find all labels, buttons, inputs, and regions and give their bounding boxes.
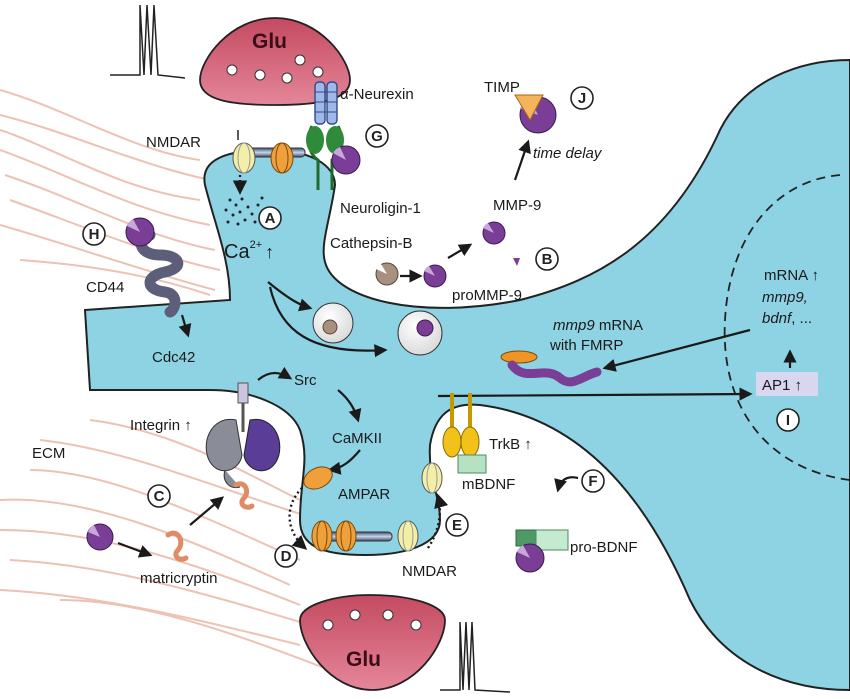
svg-text:E: E xyxy=(452,517,462,534)
neuroligin-1 xyxy=(306,125,344,190)
mmp9-enzyme-g xyxy=(331,145,361,175)
ampar-moving xyxy=(303,466,333,490)
svg-text:I: I xyxy=(786,412,790,429)
nmdar-moving xyxy=(421,462,443,494)
time-delay-arrow xyxy=(513,139,531,181)
matricryptin-to-integrin-arrow xyxy=(189,496,225,526)
ap1-box xyxy=(756,372,818,396)
mmp9-ecm xyxy=(86,523,114,551)
mmp9-to-matricryptin-arrow xyxy=(117,541,153,558)
ampar-label: AMPAR xyxy=(338,486,390,503)
trkb-label: TrkB ↑ xyxy=(489,436,532,453)
spike-trace-top xyxy=(110,4,186,79)
integrin-label: Integrin ↑ xyxy=(130,417,192,434)
ecm-label: ECM xyxy=(32,445,65,462)
vesicle-trafficking-arrow xyxy=(268,286,388,358)
to-src-arrow xyxy=(257,366,293,381)
cdc42-label: Cdc42 xyxy=(152,349,195,366)
probdnf-label: pro-BDNF xyxy=(570,539,638,556)
ampar-membrane xyxy=(311,520,357,552)
cathepsin-to-mmp9-arrow xyxy=(447,243,473,259)
timp-mmp-complex xyxy=(514,94,557,134)
nucleus-outline xyxy=(723,174,850,481)
marker-a: A xyxy=(258,206,282,230)
marker-i: I xyxy=(776,408,800,432)
time-delay-label: time delay xyxy=(533,145,603,162)
alpha-neurexin-label: α-Neurexin xyxy=(340,86,414,103)
vesicle-1 xyxy=(312,302,354,344)
nmdar-bottom xyxy=(397,520,419,552)
nmdar-bottom-label: NMDAR xyxy=(402,563,457,580)
marker-b: B xyxy=(535,247,559,271)
marker-h: H xyxy=(82,222,106,246)
marker-g: G xyxy=(365,124,389,148)
svg-text:J: J xyxy=(578,90,586,107)
mmp9-label: MMP-9 xyxy=(493,197,541,214)
glu-label-top: Glu xyxy=(252,30,287,53)
svg-text:B: B xyxy=(542,251,553,268)
marker-f: F xyxy=(581,469,605,493)
camkii-label: CaMKII xyxy=(332,430,382,447)
integrin xyxy=(205,382,281,489)
mmp9-mrna-label: mmp9 mRNA xyxy=(553,317,643,334)
cathepsin-b-enzyme xyxy=(375,262,399,286)
src-to-camkii-arrow xyxy=(337,389,362,423)
svg-text:H: H xyxy=(89,226,100,243)
glu-label-bottom: Glu xyxy=(346,648,381,671)
nmdar-top xyxy=(232,142,294,174)
svg-text:G: G xyxy=(371,128,383,145)
cd44-label: CD44 xyxy=(86,279,124,296)
mbdnf-label: mBDNF xyxy=(462,476,515,493)
pro-bdnf xyxy=(515,529,569,573)
cd44-receptor xyxy=(135,229,183,318)
cathepsin-label: Cathepsin-B xyxy=(330,235,413,252)
ampar-insertion-arrow xyxy=(288,487,308,550)
matricryptin-fragment-2 xyxy=(165,530,189,562)
vesicle-2 xyxy=(397,310,443,356)
ca-to-vesicle-arrow xyxy=(267,281,313,312)
mmp9-on-cd44 xyxy=(125,217,155,247)
src-label: Src xyxy=(294,372,317,389)
alpha-neurexin xyxy=(314,81,338,125)
presynaptic-bouton-bottom: Glu xyxy=(299,594,446,691)
probdnf-to-mbdnf-arrow xyxy=(554,476,579,493)
prommp9-enzyme xyxy=(423,264,447,288)
timp-label: TIMP xyxy=(484,79,520,96)
calcium-dots xyxy=(224,196,268,226)
cd44-to-cdc42-arrow xyxy=(178,314,192,338)
nmdar-lateral-arrow xyxy=(427,493,449,549)
mmp9-active xyxy=(482,221,520,266)
matricryptin-fragment-1 xyxy=(233,481,255,510)
mrna-export-arrow xyxy=(602,328,751,372)
trkb-receptor xyxy=(442,393,487,474)
with-fmrp-label: with FMRP xyxy=(549,337,623,354)
neuroligin-label: Neuroligin-1 xyxy=(340,200,421,217)
nmdar-top-label: NMDAR xyxy=(146,134,201,151)
spike-trace-bottom xyxy=(440,621,511,693)
prommp9-label: proMMP-9 xyxy=(452,287,522,304)
svg-text:D: D xyxy=(281,548,292,565)
presynaptic-bouton-top: Glu xyxy=(199,17,351,106)
signal-to-nucleus-arrow xyxy=(437,387,753,401)
mmp9-gene-label: mmp9, xyxy=(762,289,808,306)
svg-text:C: C xyxy=(154,488,165,505)
mrna-label: mRNA ↑ xyxy=(764,267,819,284)
camkii-to-ampar-arrow xyxy=(327,449,361,475)
marker-j: J xyxy=(570,86,594,110)
marker-c: C xyxy=(147,484,171,508)
svg-text:A: A xyxy=(265,210,276,227)
ecm-fibers xyxy=(0,89,331,671)
matricryptin-label: matricryptin xyxy=(140,570,218,587)
neuron-body xyxy=(83,58,850,692)
marker-d: D xyxy=(274,544,298,568)
mmp9-mrna-fmrp xyxy=(500,350,602,387)
svg-text:F: F xyxy=(588,473,597,490)
marker-e: E xyxy=(445,513,469,537)
bdnf-gene-label: bdnf, ... xyxy=(762,310,812,327)
calcium-label: Ca2+↑ xyxy=(224,239,274,263)
ap1-label: AP1 ↑ xyxy=(762,377,802,394)
